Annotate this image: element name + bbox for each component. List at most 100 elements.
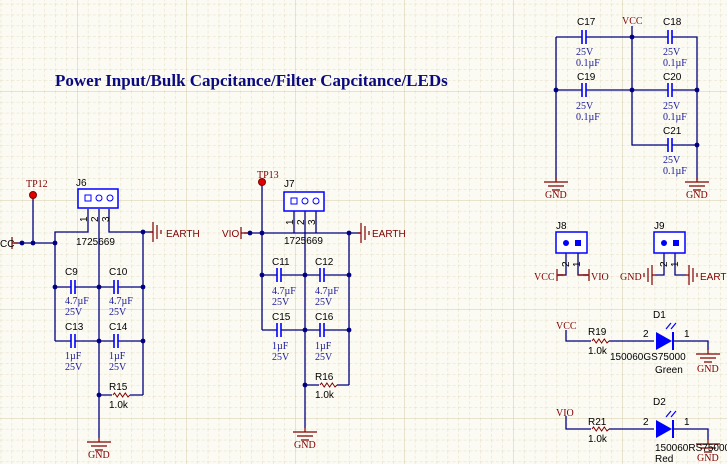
- c13-value: 1µF: [65, 351, 82, 362]
- ground-icon: [544, 178, 568, 191]
- capacitor-symbol: [581, 30, 587, 44]
- light-emission-arrows: [665, 410, 677, 418]
- capacitor-gap: [114, 335, 118, 347]
- vio-net-label[interactable]: VIO: [591, 272, 609, 283]
- junction-dot: [30, 240, 36, 246]
- r19-ref: R19: [588, 327, 607, 338]
- c14-ref: C14: [109, 322, 128, 333]
- capacitor-symbol: [319, 323, 325, 337]
- gnd-net-label[interactable]: GND: [88, 450, 110, 461]
- gnd-net-label[interactable]: GND: [686, 190, 708, 201]
- port-flag: [556, 269, 563, 281]
- pin-round: [563, 240, 569, 246]
- c9-ref: C9: [65, 267, 78, 278]
- wire: [108, 209, 153, 233]
- c20-voltage: 25V: [663, 101, 681, 112]
- c20-value: 0.1µF: [663, 112, 687, 123]
- testpoint-icon: [258, 178, 266, 186]
- earth-net-label[interactable]: EARTI: [700, 272, 727, 283]
- c19-value: 0.1µF: [576, 112, 600, 123]
- junction-dot: [247, 230, 253, 236]
- j6-part: 1725669: [76, 237, 115, 248]
- junction-dot: [96, 392, 102, 398]
- light-emission-arrows: [665, 322, 677, 330]
- pin-number: 1: [670, 261, 681, 267]
- capacitor-symbol: [581, 83, 587, 97]
- gnd-net-label[interactable]: GND: [545, 190, 567, 201]
- wire: [655, 253, 665, 276]
- ground-icon: [685, 178, 709, 191]
- capacitor-symbol: [276, 323, 282, 337]
- ground-icon: [293, 428, 317, 441]
- capacitor-gap: [277, 269, 281, 281]
- wire: [674, 253, 686, 276]
- r15-value: 1.0k: [109, 400, 129, 411]
- junction-dot: [259, 272, 265, 278]
- vcc-net-label[interactable]: VCC: [556, 321, 577, 332]
- c13-voltage: 25V: [65, 362, 83, 373]
- gnd-net-label[interactable]: GND: [620, 272, 642, 283]
- junction-dot: [694, 87, 700, 93]
- capacitor-gap: [582, 84, 586, 96]
- junction-dot: [346, 272, 352, 278]
- gnd-net-label[interactable]: GND: [294, 440, 316, 451]
- pin-number: 1: [684, 417, 690, 428]
- j9-ref: J9: [654, 221, 665, 232]
- d1-ref: D1: [653, 310, 666, 321]
- c11-voltage: 25V: [272, 297, 290, 308]
- c10-value: 4.7µF: [109, 296, 133, 307]
- c15-ref: C15: [272, 312, 291, 323]
- led-icon: [656, 332, 672, 350]
- vio-net-label[interactable]: VIO: [556, 408, 574, 419]
- pin-number: 1: [79, 216, 90, 222]
- pin-number: 2: [296, 219, 307, 225]
- pin-round: [95, 194, 103, 202]
- c18-value: 0.1µF: [663, 58, 687, 69]
- earth-net-label[interactable]: EARTH: [372, 229, 406, 240]
- d1-color: Green: [655, 365, 683, 376]
- wire: [556, 36, 698, 180]
- capacitor-gap: [668, 84, 672, 96]
- port-flag: [240, 227, 247, 239]
- r15-ref: R15: [109, 382, 128, 393]
- gnd-net-label[interactable]: GND: [697, 364, 719, 375]
- wire: [673, 340, 709, 350]
- gnd-net-label[interactable]: GND: [697, 453, 719, 464]
- c21-voltage: 25V: [663, 155, 681, 166]
- r16-value: 1.0k: [315, 390, 335, 401]
- c16-voltage: 25V: [315, 352, 333, 363]
- vcc-net-label[interactable]: VCC: [534, 272, 555, 283]
- tp12-label: TP12: [26, 179, 48, 190]
- connector-body: [283, 191, 325, 212]
- c9-value: 4.7µF: [65, 296, 89, 307]
- capacitor-symbol: [70, 280, 76, 294]
- junction-dot: [629, 34, 635, 40]
- capacitor-gap: [114, 281, 118, 293]
- c19-ref: C19: [577, 72, 596, 83]
- capacitor-gap: [582, 31, 586, 43]
- capacitor-symbol: [113, 334, 119, 348]
- c20-ref: C20: [663, 72, 682, 83]
- resistor-symbol: [319, 382, 338, 388]
- j7-part: 1725669: [284, 236, 323, 247]
- vcc-net-label[interactable]: VCC: [622, 16, 643, 27]
- pin-number: 2: [90, 216, 101, 222]
- junction-dot: [346, 327, 352, 333]
- c13-ref: C13: [65, 322, 84, 333]
- r21-value: 1.0k: [588, 434, 608, 445]
- junction-dot: [140, 229, 146, 235]
- earth-net-label[interactable]: EARTH: [166, 229, 200, 240]
- c12-voltage: 25V: [315, 297, 333, 308]
- junction-dot: [629, 87, 635, 93]
- pin-round: [106, 194, 114, 202]
- ground-icon: [87, 438, 111, 451]
- junction-dot: [96, 284, 102, 290]
- vio-net-label[interactable]: VIO: [222, 229, 239, 240]
- capacitor-symbol: [70, 334, 76, 348]
- j7-ref: J7: [284, 179, 295, 190]
- wire: [673, 428, 709, 440]
- vcc-net-label[interactable]: CC: [0, 239, 14, 250]
- r21-ref: R21: [588, 417, 607, 428]
- c21-ref: C21: [663, 126, 682, 137]
